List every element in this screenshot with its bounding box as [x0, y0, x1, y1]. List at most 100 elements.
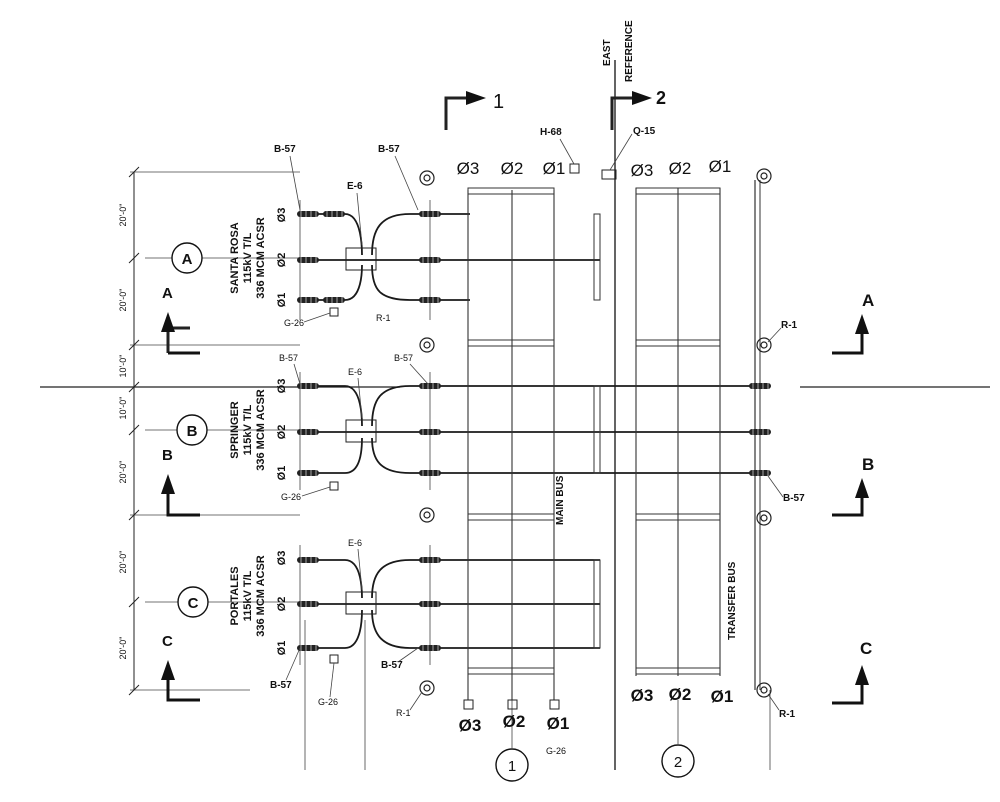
section-cut-b-left: B [161, 447, 200, 517]
svg-text:PORTALES: PORTALES [229, 566, 241, 625]
svg-text:Ø2: Ø2 [669, 159, 692, 178]
tag-h68: H-68 [540, 127, 562, 138]
svg-text:20'-0": 20'-0" [118, 289, 128, 312]
svg-text:Ø1: Ø1 [276, 293, 288, 308]
svg-text:C: C [188, 595, 199, 612]
tag-r1: R-1 [396, 708, 411, 718]
svg-text:115kV T/L: 115kV T/L [242, 404, 254, 455]
svg-text:C: C [162, 633, 173, 650]
transfer-bus-bottom-phases: Ø3 Ø2 Ø1 [631, 685, 734, 706]
grid-bubble-2: 2 [661, 700, 695, 778]
section-cut-1: 1 [444, 91, 504, 130]
east-label: EAST [602, 39, 613, 66]
svg-text:336 MCM ACSR: 336 MCM ACSR [255, 555, 267, 637]
svg-text:SANTA ROSA: SANTA ROSA [229, 222, 241, 294]
svg-text:B: B [187, 423, 198, 440]
tag-r1: R-1 [781, 320, 798, 331]
svg-text:10'-0": 10'-0" [118, 397, 128, 420]
tag-b57: B-57 [381, 660, 403, 671]
tag-b57: B-57 [270, 680, 292, 691]
tag-e6: E-6 [347, 181, 363, 192]
svg-text:Ø3: Ø3 [631, 686, 654, 705]
svg-text:2: 2 [674, 754, 682, 771]
line-label-portales: PORTALES 115kV T/L 336 MCM ACSR [229, 555, 267, 637]
svg-text:Ø1: Ø1 [276, 641, 288, 656]
tag-b57: B-57 [274, 144, 296, 155]
svg-text:A: A [862, 291, 874, 310]
svg-text:1: 1 [508, 758, 516, 775]
dimension-string: 20'-0" 20'-0" 10'-0" 10'-0" 20'-0" 20'-0… [118, 166, 140, 696]
tag-b57: B-57 [783, 493, 805, 504]
main-bus-label: MAIN BUS [555, 475, 566, 525]
tag-q15: Q-15 [633, 126, 656, 137]
svg-text:Ø1: Ø1 [276, 466, 288, 481]
tag-r1: R-1 [376, 313, 391, 323]
tag-b57: B-57 [394, 353, 413, 363]
transfer-bus: TRANSFER BUS [635, 187, 738, 676]
svg-text:Ø3: Ø3 [457, 159, 480, 178]
svg-text:1: 1 [493, 91, 504, 113]
svg-text:SPRINGER: SPRINGER [229, 401, 241, 459]
bay-portales [296, 545, 600, 665]
transfer-bus-top-phases: Ø3 Ø2 Ø1 [631, 157, 732, 180]
section-cut-2: 2 [610, 88, 666, 130]
svg-text:Ø2: Ø2 [276, 597, 288, 612]
main-bus: MAIN BUS [467, 187, 601, 700]
main-bus-top-phases: Ø3 Ø2 Ø1 [457, 159, 566, 178]
bottom-ground-boxes [463, 699, 560, 710]
grid-bubble-c: C [145, 586, 300, 618]
svg-text:20'-0": 20'-0" [118, 551, 128, 574]
svg-text:336 MCM ACSR: 336 MCM ACSR [255, 389, 267, 471]
svg-text:Ø3: Ø3 [631, 161, 654, 180]
tag-e6: E-6 [348, 538, 362, 548]
svg-text:20'-0": 20'-0" [118, 461, 128, 484]
line-label-santa-rosa: SANTA ROSA 115kV T/L 336 MCM ACSR [229, 217, 267, 299]
grid-bubble-1: 1 [495, 700, 529, 782]
svg-text:C: C [860, 639, 872, 658]
tag-e6: E-6 [348, 367, 362, 377]
svg-text:2: 2 [656, 88, 666, 108]
svg-text:Ø2: Ø2 [276, 253, 288, 268]
tag-b57: B-57 [378, 144, 400, 155]
svg-text:B: B [162, 447, 173, 464]
main-bus-bottom-phases: Ø3 Ø2 Ø1 [459, 712, 570, 735]
tag-g26: G-26 [318, 697, 338, 707]
svg-text:20'-0": 20'-0" [118, 637, 128, 660]
reference-label: REFERENCE [624, 20, 635, 82]
svg-text:Ø3: Ø3 [276, 208, 288, 223]
svg-text:20'-0": 20'-0" [118, 204, 128, 227]
tag-g26: G-26 [284, 318, 304, 328]
bay-springer [296, 372, 772, 491]
svg-text:Ø2: Ø2 [503, 712, 526, 731]
svg-text:Ø1: Ø1 [543, 159, 566, 178]
svg-text:Ø3: Ø3 [276, 379, 288, 394]
svg-text:10'-0": 10'-0" [118, 355, 128, 378]
svg-text:Ø1: Ø1 [711, 687, 734, 706]
left-phase-labels: Ø3 Ø2 Ø1 Ø3 Ø2 Ø1 Ø3 Ø2 Ø1 [276, 208, 288, 656]
grid-bubble-a: A [145, 242, 300, 274]
h68-box [569, 163, 580, 174]
section-cut-a-left: A [161, 285, 200, 355]
svg-text:Ø1: Ø1 [547, 714, 570, 733]
section-cut-a-right: A [832, 291, 874, 355]
tag-g26: G-26 [281, 492, 301, 502]
svg-text:115kV T/L: 115kV T/L [242, 232, 254, 283]
svg-text:115kV T/L: 115kV T/L [242, 570, 254, 621]
section-cut-b-right: B [832, 455, 874, 517]
svg-text:B: B [862, 455, 874, 474]
grid-bubble-b: B [145, 414, 300, 446]
tag-b57: B-57 [279, 353, 298, 363]
svg-text:Ø2: Ø2 [669, 685, 692, 704]
svg-text:Ø2: Ø2 [501, 159, 524, 178]
q15-box [601, 169, 617, 180]
line-label-springer: SPRINGER 115kV T/L 336 MCM ACSR [229, 389, 267, 471]
bay-santa-rosa [296, 200, 600, 320]
tag-g26: G-26 [546, 746, 566, 756]
svg-text:A: A [182, 251, 193, 268]
svg-text:Ø1: Ø1 [709, 157, 732, 176]
svg-text:336 MCM ACSR: 336 MCM ACSR [255, 217, 267, 299]
svg-text:Ø3: Ø3 [459, 716, 482, 735]
svg-text:A: A [162, 285, 173, 302]
section-cut-c-left: C [161, 633, 200, 702]
